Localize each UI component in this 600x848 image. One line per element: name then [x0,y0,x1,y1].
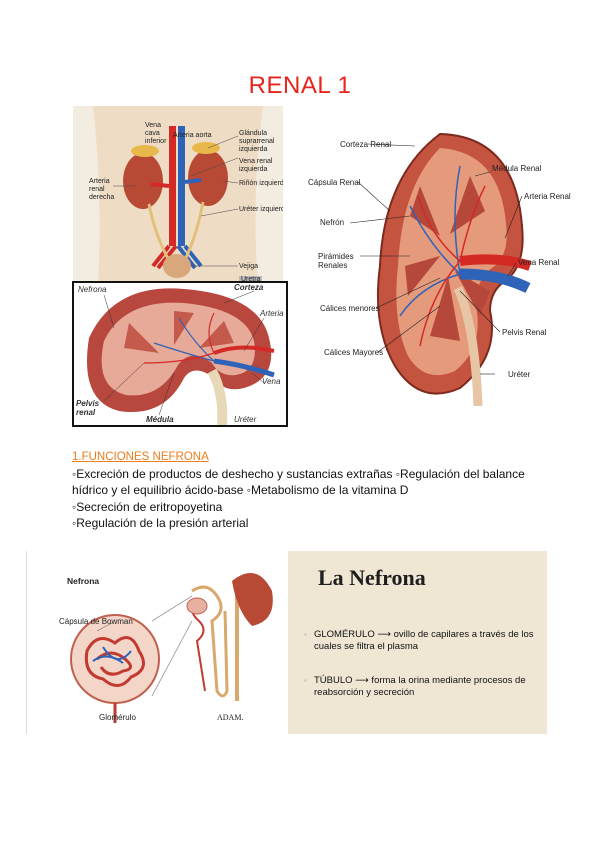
label-pelvis-renal: Pelvis renal [76,399,100,417]
label-arteria-renal: Arteria renal derecha [89,178,115,201]
label-medula: Médula [146,415,174,424]
label-nefrona: Nefrona [78,285,107,294]
label-arteria-renal: Arteria Renal [524,192,571,201]
label-glomerulo: Glomérulo [99,713,136,722]
kidney-cross-section-figure: Corteza Renal Médula Renal Cápsula Renal… [300,116,572,406]
label-nefrona: Nefrona [67,576,100,586]
bullet-marker-icon: ◦ [304,676,307,685]
bullet-tubulo: ◦ TÚBULO ⟶ forma la orina mediante proce… [304,675,542,699]
kidney-cross-section-illustration [349,132,532,406]
nephron-illustration [70,573,273,723]
label-calices-mayores: Cálices Mayores [324,348,384,357]
label-vena-renal: Vena renal izquierda [239,158,273,173]
kidney-section-boxed-figure: Nefrona Corteza Arteria Vena Pelvis rena… [72,281,288,427]
label-vejiga: Vejiga [239,263,259,270]
function-item-eritropoyetina: ◦Secreción de eritropoyetina [72,499,223,514]
label-arteria-aorta: Arteria aorta [173,132,212,139]
urinary-system-illustration [73,106,283,284]
bullet-glomerulo-text: GLOMÉRULO ⟶ ovillo de capilares a través… [314,629,534,652]
label-capsula-bowman: Cápsula de Bowman [59,617,133,626]
nephron-definition-panel: La Nefrona ◦ GLOMÉRULO ⟶ ovillo de capil… [288,551,547,734]
kidney-section-illustration [87,288,275,425]
label-ureter: Uréter [508,370,531,379]
label-pelvis-renal: Pelvis Renal [502,328,547,337]
label-ureter: Uréter izquierdo [239,206,283,213]
label-corteza-renal: Corteza Renal [340,140,392,149]
function-item-excrecion: ◦Excreción de productos de deshecho y su… [72,466,525,498]
label-glandula-suprarrenal: Glándula suprarrenal izquierda [239,130,275,153]
adam-logo: ADAM. [217,713,244,722]
function-item-presion: ◦Regulación de la presión arterial [72,516,249,530]
label-piramides-renales: Pirámides Renales [318,252,354,270]
label-rinon: Riñón izquierdo [239,180,283,187]
urinary-system-figure: Vena cava inferior Arteria aorta Glándul… [73,106,283,284]
section-heading: 1.FUNCIONES NEFRONA [72,451,209,463]
slide-title: La Nefrona [318,565,426,590]
label-vena-renal: Vena Renal [518,258,560,267]
label-vena-cava: Vena cava inferior [145,122,167,145]
label-medula-renal: Médula Renal [492,164,542,173]
label-corteza: Corteza [234,283,264,292]
label-arteria: Arteria [260,309,284,318]
bullet-marker-icon: ◦ [304,630,307,639]
bullet-glomerulo: ◦ GLOMÉRULO ⟶ ovillo de capilares a trav… [304,629,542,653]
label-ureter: Uréter [234,415,257,424]
nephron-slide-figure: Nefrona Cápsula de Bowman Glomérulo ADAM… [26,551,547,734]
funciones-nefrona-section: 1.FUNCIONES NEFRONA ◦Excreción de produc… [72,449,542,532]
nephron-illustration-panel: Nefrona Cápsula de Bowman Glomérulo ADAM… [26,551,282,734]
bullet-tubulo-text: TÚBULO ⟶ forma la orina mediante proceso… [314,675,526,698]
label-capsula-renal: Cápsula Renal [308,178,361,187]
page-title: RENAL 1 [248,72,352,99]
label-calices-menores: Cálices menores [320,304,380,313]
label-nefron: Nefrón [320,218,345,227]
label-vena: Vena [262,377,281,386]
label-uretra: Uretra [239,276,263,284]
